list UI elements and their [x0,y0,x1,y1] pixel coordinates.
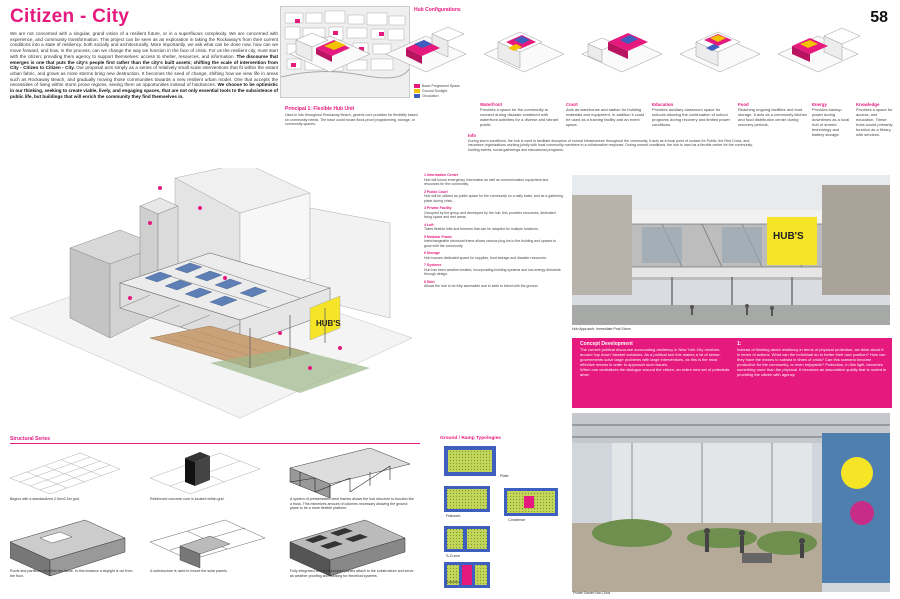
hub-axonometric-drawing: HUB'S [10,168,412,419]
structural-caption-4: Roofs and partitions sit within the fram… [10,569,133,578]
photo1-hub-sign: HUB'S [773,231,804,242]
hub-configurations-diagrams [289,26,861,73]
intro-text: We are not concerned with a singular, gr… [10,31,278,99]
hub-diagram-energy [679,31,761,73]
hub-rendering-post-storm: HUB'S [572,175,890,325]
concept-box: Concept Development The current politica… [572,338,892,408]
ground-label-eclectic: Eclectic [446,580,460,584]
ground-label-condense: Condense [508,518,526,522]
hub-diagram-food [581,33,663,73]
structural-series-rule [10,443,420,444]
structural-series-title: Structural Series [10,436,51,442]
hub-configurations-title: Hub Configurations [414,7,461,13]
ground-type-flatwork [444,486,490,512]
hub-diagram-education [483,31,565,73]
structural-caption-6: Fully integrated and prefabricated panel… [290,569,414,578]
legend: Basic Programed Space Ground Sunlight Ci… [414,84,460,99]
structural-step-6 [289,519,406,577]
concept-text-3: Instead of thinking about resiliency in … [737,347,887,377]
hub-diagram-waterfront [289,32,371,73]
structural-step-2 [149,452,261,495]
concept-title-2: 1: [737,341,742,347]
ground-type-plate [444,446,496,476]
ground-label-flatwork: Flatwork [446,514,461,518]
info-block: Info During storm conditions, the hub is… [468,133,753,152]
ground-type-condense [504,488,558,516]
legend-item: Ground Sunlight [414,89,460,94]
ground-label-plate: Plate [500,474,509,478]
photo1-caption: Hub Approach: Immediate Post Storm [572,327,631,331]
intro-part1: We are not concerned with a singular, gr… [10,31,278,59]
legend-item: Circulation [414,94,460,99]
structural-series-diagrams [10,448,411,577]
page-title: Citizen - City [10,6,130,27]
ground-label-s-curve: S-Curve [446,554,460,558]
ground-typologies-title: Ground / Ramp Typologies [440,436,501,441]
ground-typologies-diagrams [444,446,558,588]
intro-part2: The discourse that emerges is one that p… [10,53,279,71]
concept-text-1: The current political discourse surround… [580,347,721,367]
concept-column-right: 1: Instead of thinking about resiliency … [737,341,887,378]
structural-step-4 [10,519,126,577]
hub-diagram-court [385,26,467,73]
legend-swatch [414,84,420,89]
axo-hub-sign: HUB'S [316,319,341,328]
intro-part4: We choose to be optimistic in our thinki… [10,82,278,99]
intro-part3: Our proposal acts simply as a series of … [10,65,278,88]
photo2-caption: Private Garden Non-Crisis [573,591,611,595]
structural-caption-2: Reinforced concrete core is located with… [150,497,225,501]
structural-caption-3: A system of prefabricated steel frames a… [290,497,415,510]
structural-caption-1: Begins with a standardized 2.5mx2.5m gri… [10,497,80,501]
structural-step-5 [149,519,266,569]
legend-item: Basic Programed Space [414,84,460,89]
info-title: Info [468,133,477,138]
concept-text-2: When one centralizes the dialogue around… [580,367,730,377]
legend-swatch [414,89,420,94]
page-number: 58 [870,9,888,26]
concept-title: Concept Development [580,341,633,347]
principle-text: Used in lots throughout Rockaway Beach, … [285,113,418,127]
concept-column-left: Concept Development The current politica… [580,341,730,378]
ground-type-s-curve [444,526,490,552]
legend-swatch [414,94,420,99]
principle-title: Principal 1: Flexible Hub Unit [285,106,355,112]
hub-diagram-knowledge [777,27,861,73]
structural-caption-5: A substructure is used to mount the sola… [150,569,228,573]
private-garden-rendering [572,413,890,592]
info-text: During storm conditions, the hub is used… [468,138,753,152]
ground-type-eclectic [444,562,490,588]
structural-step-3 [289,448,411,499]
structural-step-1 [10,452,121,495]
